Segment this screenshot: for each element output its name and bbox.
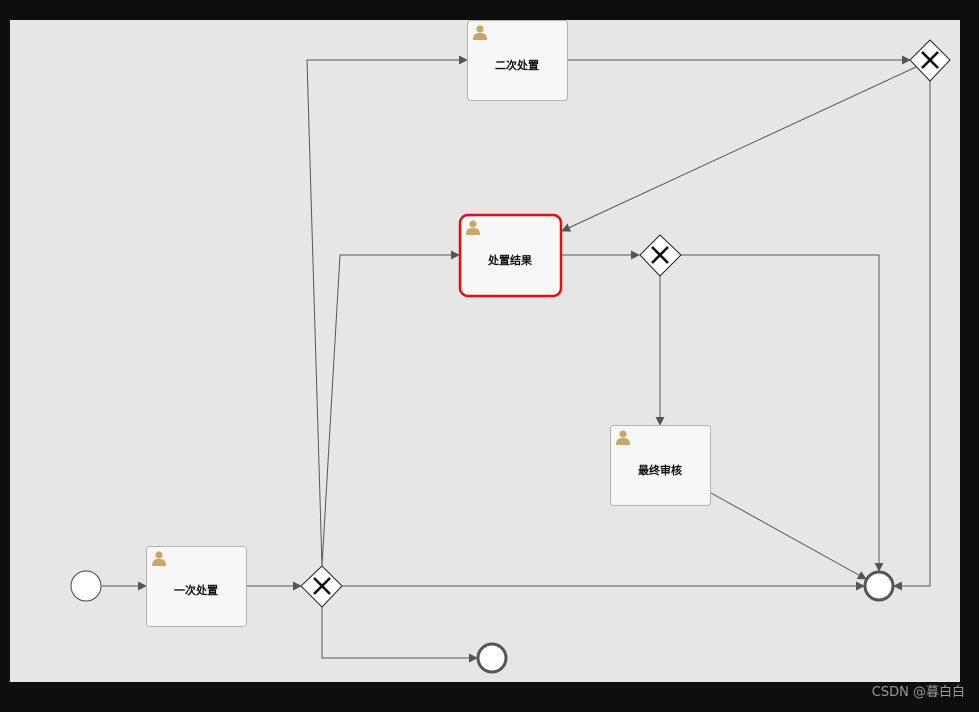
watermark: CSDN @暮白白 xyxy=(871,685,965,700)
task-box xyxy=(146,546,247,627)
flow-gateway-3-to-end-event-2[interactable] xyxy=(893,81,931,591)
task-box xyxy=(467,20,568,101)
task-label: 一次处置 xyxy=(174,583,218,597)
task-label: 处置结果 xyxy=(487,253,532,267)
exclusive-gateway-3[interactable] xyxy=(909,39,951,82)
task-handling-result[interactable]: 处置结果 xyxy=(458,213,563,298)
flow-gateway-3-to-handling-result[interactable] xyxy=(561,66,917,232)
exclusive-gateway-1[interactable] xyxy=(300,565,343,608)
x-mark-icon xyxy=(921,51,939,69)
task-box-highlighted xyxy=(458,213,563,298)
end-event-1[interactable] xyxy=(476,642,508,674)
task-label: 二次处置 xyxy=(495,58,539,72)
task-final-review[interactable]: 最终审核 xyxy=(610,425,711,506)
end-event-2[interactable] xyxy=(863,570,895,602)
exclusive-gateway-2[interactable] xyxy=(639,234,682,277)
task-box xyxy=(610,425,711,506)
flow-final-review-to-end-event-2[interactable] xyxy=(710,492,867,580)
task-second-handling[interactable]: 二次处置 xyxy=(467,20,568,101)
task-first-handling[interactable]: 一次处置 xyxy=(146,546,247,627)
flow-gateway-2-to-end-event-2[interactable] xyxy=(681,254,884,572)
flow-gateway-1-to-handling-result[interactable] xyxy=(321,250,460,567)
flow-gateway-1-to-end-event-1[interactable] xyxy=(321,607,478,663)
start-event[interactable] xyxy=(70,570,102,602)
task-label: 最终审核 xyxy=(638,463,682,477)
flow-gateway-1-to-second-handling[interactable] xyxy=(306,55,468,567)
sequence-flows xyxy=(102,55,931,663)
x-mark-icon xyxy=(651,246,669,264)
x-mark-icon xyxy=(313,577,331,595)
